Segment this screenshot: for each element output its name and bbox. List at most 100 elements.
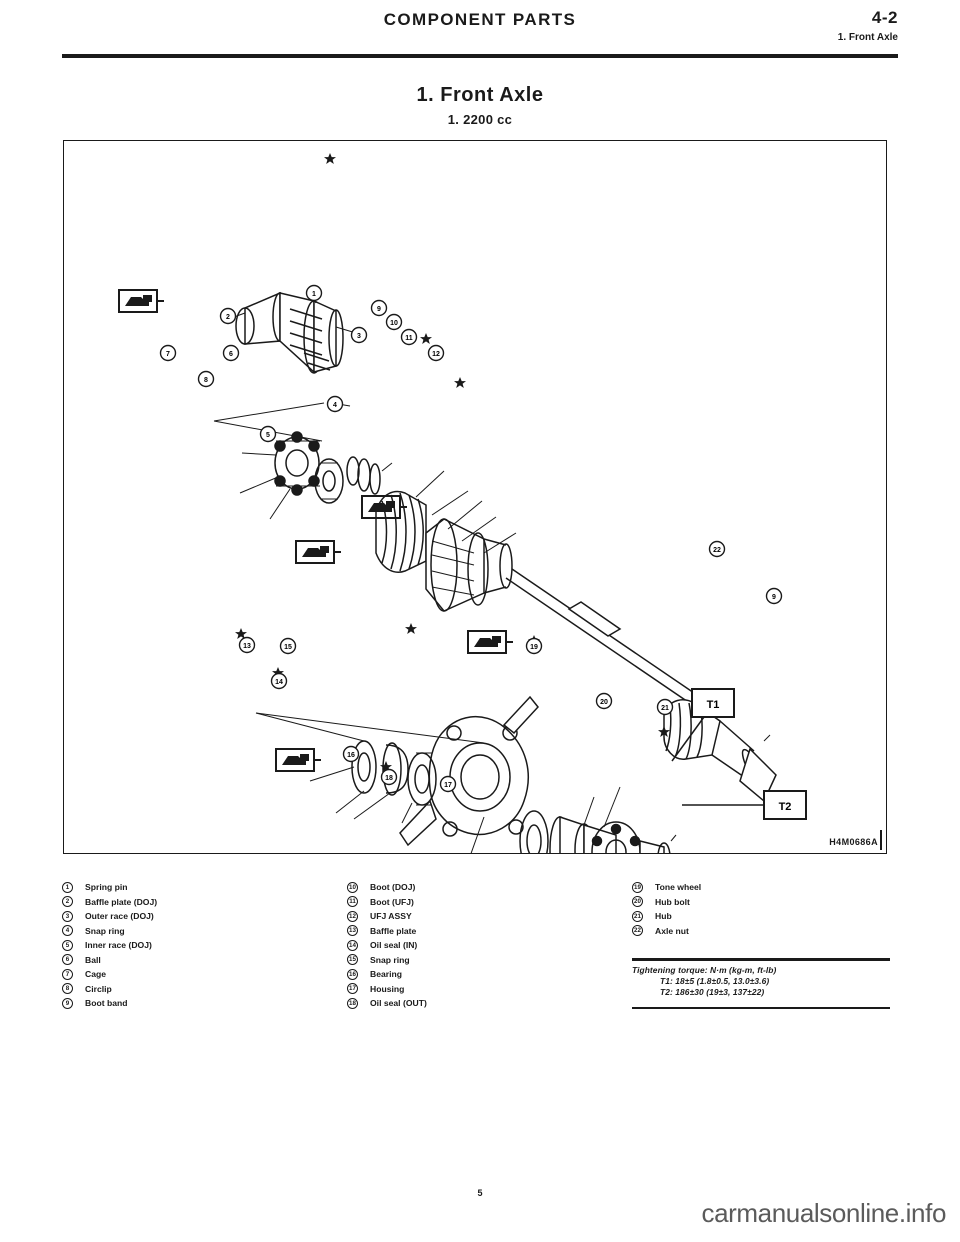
legend-label: Spring pin bbox=[85, 882, 128, 892]
legend-label: Ball bbox=[85, 954, 101, 965]
svg-text:6: 6 bbox=[229, 351, 233, 358]
steering-knuckle bbox=[399, 695, 539, 847]
legend-number: 9 bbox=[62, 997, 73, 1009]
legend-label: Boot (UFJ) bbox=[370, 896, 414, 907]
svg-text:3: 3 bbox=[357, 333, 361, 340]
inner-race-cage-assembly bbox=[274, 431, 381, 504]
legend-label: Inner race (DOJ) bbox=[85, 940, 152, 950]
torque-value-t1: T1: 18±5 (1.8±0.5, 13.0±3.6) bbox=[660, 975, 770, 986]
legend-number: 4 bbox=[62, 925, 73, 936]
legend-label: Hub bbox=[655, 911, 672, 921]
legend-number: 16 bbox=[347, 968, 358, 980]
svg-text:13: 13 bbox=[243, 643, 251, 650]
star-marker bbox=[454, 377, 466, 388]
torque-heading: Tightening torque: N·m (kg-m, ft-lb) bbox=[632, 964, 777, 975]
page-title: 1. Front Axle bbox=[416, 84, 544, 106]
legend-number: 20 bbox=[632, 896, 643, 907]
site-watermark: carmanualsonline.info bbox=[701, 1198, 946, 1228]
legend-number: 14 bbox=[347, 939, 358, 951]
grease-symbol-4 bbox=[467, 630, 514, 654]
legend-label: Snap ring bbox=[85, 925, 125, 936]
svg-text:19: 19 bbox=[530, 644, 538, 651]
legend-label: Oil seal (IN) bbox=[370, 940, 418, 950]
legend-label: Axle nut bbox=[655, 925, 689, 936]
svg-text:21: 21 bbox=[661, 705, 669, 712]
svg-text:11: 11 bbox=[405, 335, 413, 342]
exploded-view-figure: 1 2 3 4 5 bbox=[63, 140, 887, 854]
legend-number: 15 bbox=[347, 954, 358, 965]
svg-text:22: 22 bbox=[713, 547, 721, 554]
figure-code: H4M0686A bbox=[829, 837, 878, 847]
legend-number: 11 bbox=[347, 896, 358, 907]
list-item: 16 Bearing bbox=[347, 967, 627, 982]
svg-text:17: 17 bbox=[444, 782, 452, 789]
torque-value-t2: T2: 186±30 (19±3, 137±22) bbox=[660, 986, 765, 997]
legend-number: 7 bbox=[62, 968, 73, 980]
list-item: 1 Spring pin bbox=[62, 880, 342, 895]
svg-text:16: 16 bbox=[347, 752, 355, 759]
list-item: 12 UFJ ASSY bbox=[347, 909, 627, 924]
legend-label: Oil seal (OUT) bbox=[370, 998, 427, 1008]
list-item: 17 Housing bbox=[347, 982, 627, 997]
legend-label: Housing bbox=[370, 983, 405, 994]
grease-symbol-1 bbox=[118, 289, 165, 313]
star-marker bbox=[324, 153, 336, 164]
svg-text:T1: T1 bbox=[707, 699, 720, 711]
svg-text:9: 9 bbox=[377, 306, 381, 313]
torque-callout-t2: T2 bbox=[682, 790, 807, 820]
legend-number: 13 bbox=[347, 925, 358, 936]
page-subtitle: 1. 2200 cc bbox=[447, 112, 513, 127]
drive-shaft bbox=[505, 568, 723, 722]
grease-symbol-3 bbox=[295, 540, 342, 564]
legend-label: Baffle plate bbox=[370, 925, 417, 936]
svg-text:T2: T2 bbox=[779, 801, 792, 813]
footer-page-number: 5 bbox=[477, 1188, 483, 1198]
svg-text:18: 18 bbox=[385, 775, 393, 782]
header-title: COMPONENT PARTS bbox=[383, 10, 577, 29]
legend-number: 1 bbox=[62, 881, 73, 893]
legend-label: Boot band bbox=[85, 998, 128, 1008]
svg-text:14: 14 bbox=[275, 679, 283, 686]
svg-text:15: 15 bbox=[284, 644, 292, 651]
ufj-assembly-bell bbox=[425, 518, 513, 612]
legend-number: 21 bbox=[632, 910, 643, 922]
torque-callout-t1: T1 bbox=[671, 688, 735, 762]
header-page-ref: 4-2 bbox=[871, 8, 898, 27]
svg-text:8: 8 bbox=[204, 377, 208, 384]
legend-number: 17 bbox=[347, 983, 358, 994]
header-rule bbox=[62, 54, 898, 58]
legend-label: Bearing bbox=[370, 969, 402, 979]
torque-rule-top bbox=[632, 958, 890, 961]
svg-text:9: 9 bbox=[772, 594, 776, 601]
figure-code-bar bbox=[880, 830, 882, 850]
legend-label: Baffle plate (DOJ) bbox=[85, 896, 158, 907]
front-axle-exploded-diagram: 1 2 3 4 5 bbox=[118, 153, 807, 853]
legend-number: 19 bbox=[632, 881, 643, 893]
list-item: 21 Hub bbox=[632, 909, 902, 924]
list-item: 13 Baffle plate bbox=[347, 924, 627, 939]
legend-label: UFJ ASSY bbox=[370, 911, 412, 921]
svg-text:7: 7 bbox=[166, 351, 170, 358]
star-marker bbox=[405, 623, 417, 634]
svg-text:10: 10 bbox=[390, 320, 398, 327]
legend-number: 10 bbox=[347, 881, 358, 893]
legend-label: Hub bolt bbox=[655, 896, 690, 907]
page-header: COMPONENT PARTS 4-2 1. Front Axle bbox=[62, 6, 898, 54]
tightening-torque-block: Tightening torque: N·m (kg-m, ft-lb) T1:… bbox=[632, 958, 902, 1009]
svg-text:1: 1 bbox=[312, 291, 316, 298]
star-marker bbox=[420, 333, 432, 344]
legend-number: 6 bbox=[62, 954, 73, 965]
legend-label: Tone wheel bbox=[655, 882, 702, 892]
legend-number: 12 bbox=[347, 910, 358, 922]
svg-text:12: 12 bbox=[432, 351, 440, 358]
grease-symbol-5 bbox=[275, 748, 322, 772]
